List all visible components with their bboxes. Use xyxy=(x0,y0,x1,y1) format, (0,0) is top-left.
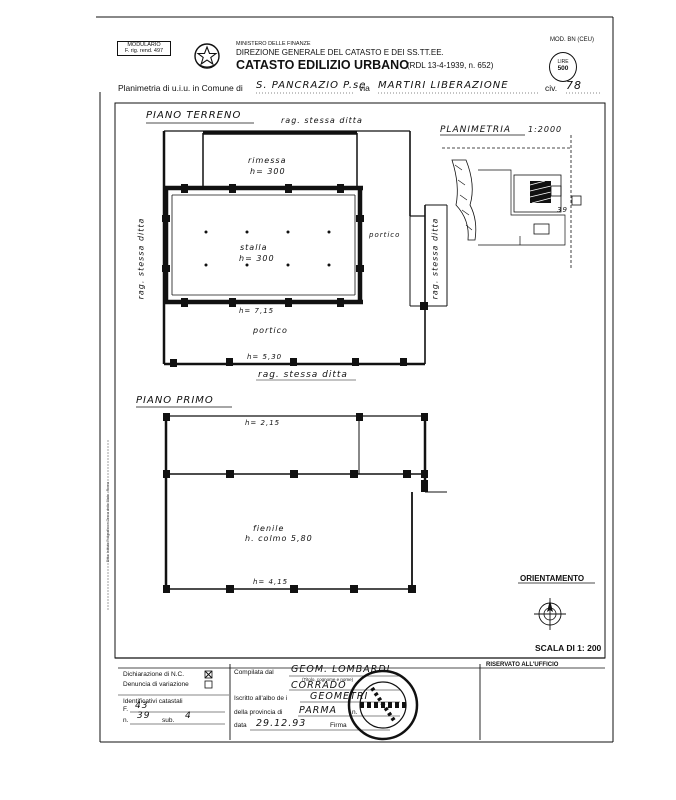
n-label: n. xyxy=(123,717,129,724)
ministry-label: MINISTERO DELLE FINANZE xyxy=(236,41,311,47)
via-value: MARTIRI LIBERAZIONE xyxy=(378,80,509,91)
portico-label: portico xyxy=(253,326,288,335)
h-colmo-label: h. colmo 5,80 xyxy=(245,534,313,543)
via-label-text: via xyxy=(359,83,370,93)
n-value: 39 xyxy=(137,711,151,721)
stalla-label: stalla xyxy=(240,243,268,252)
rag-top-label: rag. stessa ditta xyxy=(281,116,363,125)
piano-terreno-label: PIANO TERRENO xyxy=(146,110,242,121)
n-albo-label: n. xyxy=(352,709,358,716)
compilatore-name1: GEOM. LOMBARDI xyxy=(291,664,391,675)
stamp-lire-seal: LIRE 500 xyxy=(549,52,577,82)
planimetria-inset-title: PLANIMETRIA xyxy=(440,125,511,135)
dichiarazione-label: Dichiarazione di N.C. xyxy=(123,671,185,678)
piano-primo-label: PIANO PRIMO xyxy=(136,395,214,406)
rimessa-label: rimessa xyxy=(248,156,287,165)
rimessa-height: h= 300 xyxy=(250,167,286,176)
mod-label: MOD. BN (CEU) xyxy=(550,37,594,43)
planimetria-inset-scale: 1:2000 xyxy=(528,125,563,134)
identificativi-label: Identificativi catastali xyxy=(123,698,183,705)
civ-value: 78 xyxy=(566,79,582,92)
data-value: 29.12.93 xyxy=(256,718,307,729)
republic-emblem-icon xyxy=(193,41,221,71)
h715-label: h= 7,15 xyxy=(239,307,275,315)
geometra-seal xyxy=(347,669,419,741)
comune-value: S. PANCRAZIO P.se xyxy=(256,80,367,91)
form-code-line1: MODULARIO xyxy=(127,42,161,48)
compilata-label: Compilata dal xyxy=(234,669,274,676)
h415-label: h= 4,15 xyxy=(253,578,289,586)
rag-bottom-label: rag. stessa ditta xyxy=(258,370,348,380)
stalla-height: h= 300 xyxy=(239,254,275,263)
parcel-number: 39 xyxy=(557,206,568,214)
denuncia-label: Denuncia di variazione xyxy=(123,681,189,688)
orientamento-label: ORIENTAMENTO xyxy=(520,574,585,583)
lire-value: 500 xyxy=(557,65,569,72)
form-code-box: MODULARIO F. rig. rend. 497 xyxy=(117,41,171,56)
form-code-line2: F. rig. rend. 497 xyxy=(124,48,164,54)
planimetria-prefix: Planimetria di u.i.u. in Comune di xyxy=(118,83,243,93)
h215-label: h= 2,15 xyxy=(245,419,281,427)
provincia-label: della provincia di xyxy=(234,709,283,716)
compilatore-note: (Titolo, cognome e nome) xyxy=(302,677,354,682)
scala-label: SCALA DI 1: 200 xyxy=(535,643,602,653)
sub-value: 4 xyxy=(185,711,192,721)
portico-right-label: portico xyxy=(369,231,401,239)
compilatore-name2: CORRADO xyxy=(291,680,347,691)
iscritto-label: Iscritto all'albo de i xyxy=(234,695,288,702)
firma-label: Firma xyxy=(330,722,347,729)
foglio-label: F. xyxy=(123,706,129,713)
catasto-title: CATASTO EDILIZIO URBANO xyxy=(236,58,409,72)
rdl-label: (RDL 13-4-1939, n. 652) xyxy=(407,61,494,70)
data-label: data xyxy=(234,722,247,729)
lire-label: LIRE xyxy=(557,59,569,65)
direction-label: DIREZIONE GENERALE DEL CATASTO E DEI SS.… xyxy=(236,48,444,57)
rag-left-label: rag. stessa ditta xyxy=(136,217,146,300)
sub-label: sub. xyxy=(162,717,175,724)
h530-label: h= 5,30 xyxy=(247,353,283,361)
fienile-label: fienile xyxy=(253,524,285,533)
civ-label: civ. xyxy=(545,83,558,93)
albo-value: GEOMETRI xyxy=(310,691,369,702)
imprint-side-note: Ditta: Istituto Poligrafico e Zecca dell… xyxy=(106,481,110,563)
provincia-value: PARMA xyxy=(299,705,338,716)
foglio-value: 43 xyxy=(135,701,149,711)
riservato-label: RISERVATO ALL'UFFICIO xyxy=(486,662,559,668)
rag-right-label: rag. stessa ditta xyxy=(430,217,440,300)
